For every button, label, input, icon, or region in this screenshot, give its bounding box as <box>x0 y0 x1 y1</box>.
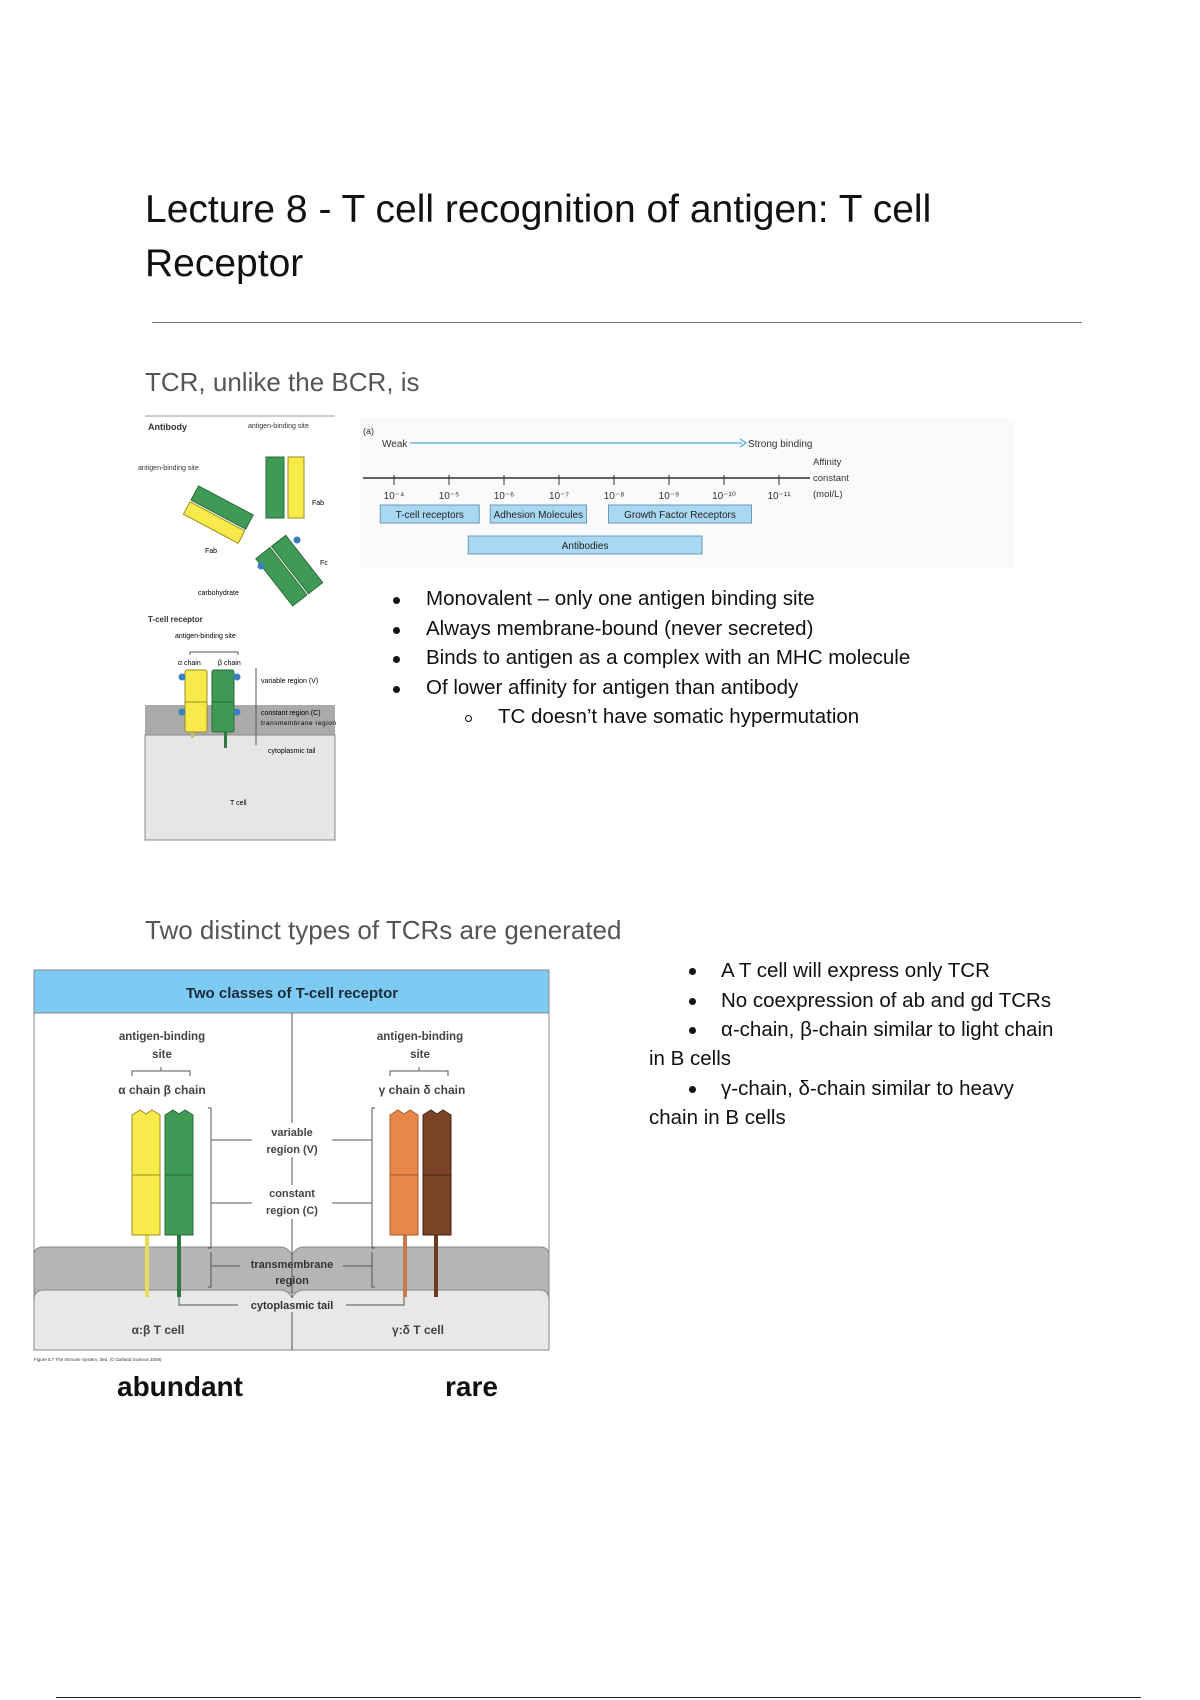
affinity-range-label: T-cell receptors <box>396 510 464 521</box>
bullet-icon <box>393 597 400 604</box>
gd-t-cell-label: γ:δ T cell <box>392 1323 444 1337</box>
affinity-range-label: Growth Factor Receptors <box>624 510 736 521</box>
section-heading-tcr-types: Two distinct types of TCRs are generated <box>145 915 622 945</box>
fab-label-2: Fab <box>205 548 217 555</box>
variable-region-label: variable region (V) <box>261 678 318 685</box>
bullet-icon <box>393 627 400 634</box>
axis-tick-label: 10⁻⁴ <box>384 491 405 502</box>
bullet-item: Of lower affinity for antigen than antib… <box>426 676 799 699</box>
bullet-item: Always membrane-bound (never secreted) <box>426 617 814 640</box>
fab-light <box>287 456 305 519</box>
antibody-vs-tcr-figure: Antibody antigen-binding site antigen-bi… <box>138 415 336 841</box>
bullet-icon <box>689 1027 696 1034</box>
two-classes-tcr-figure: Two classes of T-cell receptor antigen-b… <box>33 969 550 1362</box>
axis-tick-label: 10⁻¹¹ <box>767 491 791 502</box>
rare-label: rare <box>445 1371 498 1402</box>
abundant-label: abundant <box>117 1371 243 1402</box>
ab-antigen-binding-label: antigen-binding <box>119 1031 205 1043</box>
bullet-icon <box>393 686 400 693</box>
bullet-icon <box>689 968 696 975</box>
bullet-item: Binds to antigen as a complex with an MH… <box>426 646 911 669</box>
affinity-range-bar <box>489 504 587 524</box>
ab-chains-label: α chain β chain <box>118 1083 205 1097</box>
transmembrane-label: transmembrane region <box>261 720 336 727</box>
bullet-icon <box>689 998 696 1005</box>
title-divider <box>152 322 1082 323</box>
axis-tick-label: 10⁻⁹ <box>659 491 680 502</box>
variable-region-label: variable <box>271 1127 313 1139</box>
constant-region-label-2: region (C) <box>266 1205 318 1217</box>
page-title: Lecture 8 - T cell recognition of antige… <box>145 188 932 285</box>
t-cell-label: T cell <box>230 800 247 807</box>
beta-chain-label: β chain <box>218 660 241 667</box>
tcr-antigen-binding-label: antigen-binding site <box>175 633 236 640</box>
ab-t-cell-label: α:β T cell <box>132 1323 185 1337</box>
delta-chain <box>422 1109 452 1236</box>
axis-label-3: (mol/L) <box>813 489 843 500</box>
section-heading-tcr: TCR, unlike the BCR, is <box>145 367 420 397</box>
antibody-label: Antibody <box>148 422 187 432</box>
axis-label-1: Affinity <box>813 457 842 468</box>
sub-bullet-icon <box>465 715 472 722</box>
bullet-continuation: chain in B cells <box>649 1106 786 1129</box>
variable-region-label-2: region (V) <box>266 1144 318 1156</box>
gd-chains-label: γ chain δ chain <box>379 1083 466 1097</box>
tcr-alpha-chain <box>184 669 208 733</box>
antigen-binding-label: antigen-binding site <box>248 423 309 430</box>
transmembrane-label-2: region <box>275 1275 309 1287</box>
bullet-icon <box>689 1086 696 1093</box>
page-bottom-rule <box>56 1697 1141 1698</box>
constant-region-label: constant region (C) <box>261 710 321 717</box>
bullet-item: γ-chain, δ-chain similar to heavy <box>721 1077 1014 1100</box>
antigen-binding-label-2: antigen-binding site <box>138 465 199 472</box>
gamma-chain <box>389 1109 419 1236</box>
axis-tick-label: 10⁻⁶ <box>494 491 515 502</box>
figure-header: Two classes of T-cell receptor <box>186 985 398 1002</box>
beta-chain <box>164 1109 194 1236</box>
tcr-label: T-cell receptor <box>148 615 203 624</box>
alpha-chain-label: α chain <box>178 660 201 667</box>
axis-tick-label: 10⁻¹⁰ <box>712 491 736 502</box>
axis-tick-label: 10⁻⁵ <box>439 491 460 502</box>
bullet-item: α-chain, β-chain similar to light chain <box>721 1018 1054 1041</box>
bullet-continuation: in B cells <box>649 1047 732 1070</box>
fc-label: Fc <box>320 560 328 567</box>
weak-label: Weak <box>382 439 408 450</box>
affinity-range-bar <box>379 504 480 524</box>
bullet-icon <box>393 656 400 663</box>
axis-tick-label: 10⁻⁸ <box>604 491 625 502</box>
affinity-range-label: Antibodies <box>562 541 609 552</box>
sub-bullet-item: TC doesn’t have somatic hypermutation <box>498 705 860 728</box>
affinity-range-label: Adhesion Molecules <box>494 510 584 521</box>
gd-antigen-binding-label: antigen-binding <box>377 1031 463 1043</box>
affinity-scale-figure: (a) Weak Strong binding Affinity constan… <box>360 418 1015 568</box>
transmembrane-label: transmembrane <box>251 1259 334 1271</box>
fab-label: Fab <box>312 500 324 507</box>
figure-caption: Figure 5.7 The Immune System, 3ed. (© Ga… <box>34 1356 162 1362</box>
panel-label: (a) <box>363 426 374 436</box>
ab-site-label: site <box>152 1049 172 1061</box>
figure-header-band <box>33 969 550 1014</box>
gd-site-label: site <box>410 1049 430 1061</box>
bullet-item: A T cell will express only TCR <box>721 959 990 982</box>
alpha-chain <box>131 1109 161 1236</box>
affinity-range-bar <box>467 535 703 555</box>
strong-binding-label: Strong binding <box>748 439 813 450</box>
fab-heavy <box>265 456 285 519</box>
constant-region-label: constant <box>269 1188 315 1200</box>
cytoplasmic-label: cytoplasmic tail <box>268 748 316 755</box>
bullet-item: No coexpression of ab and gd TCRs <box>721 989 1052 1012</box>
carbohydrate-label: carbohydrate <box>198 590 239 597</box>
bullet-item: Monovalent – only one antigen binding si… <box>426 587 815 610</box>
axis-label-2: constant <box>813 473 849 484</box>
affinity-range-bar <box>608 504 752 524</box>
cytoplasmic-tail-label: cytoplasmic tail <box>251 1300 334 1312</box>
axis-tick-label: 10⁻⁷ <box>549 491 569 502</box>
tcr-beta-chain <box>211 669 235 733</box>
